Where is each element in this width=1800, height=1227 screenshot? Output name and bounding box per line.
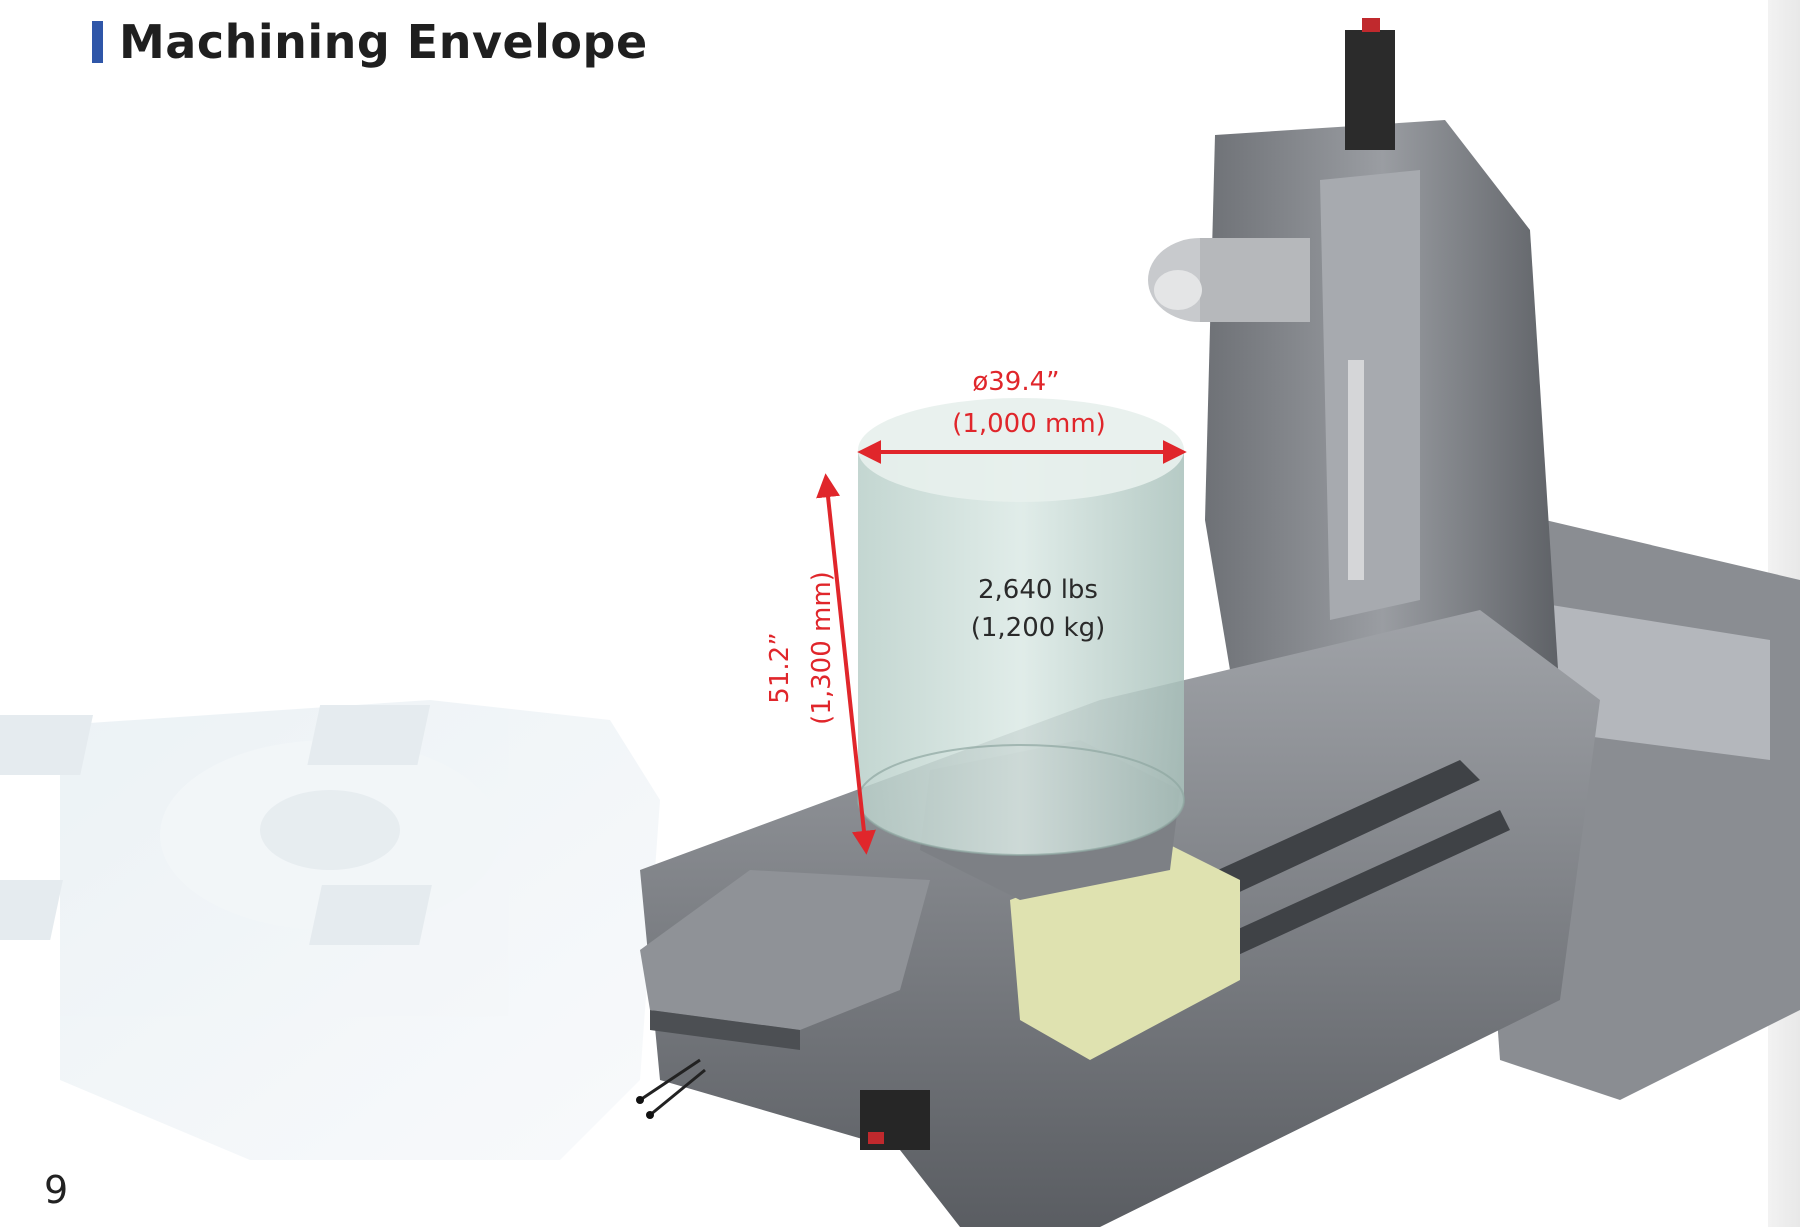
height-arrow <box>816 473 876 855</box>
machine-body <box>636 18 1800 1227</box>
page-number: 9 <box>44 1168 69 1212</box>
weight-label-kg: (1,200 kg) <box>971 613 1106 643</box>
section-header: Machining Envelope <box>92 12 648 72</box>
pallet-front <box>640 870 930 1030</box>
diameter-label-inches: ø39.4” <box>972 367 1059 397</box>
weight-label-lbs: 2,640 lbs <box>978 575 1098 605</box>
diameter-label-mm: (1,000 mm) <box>952 409 1106 439</box>
ghost-pallet-changer <box>0 700 660 1160</box>
spindle-motor <box>1345 30 1395 150</box>
height-label-inches: 51.2” <box>765 632 795 703</box>
height-label-mm: (1,300 mm) <box>807 571 837 725</box>
fixture-block <box>1010 840 1240 1060</box>
page-title: Machining Envelope <box>119 15 648 69</box>
title-accent-bar <box>92 21 103 63</box>
